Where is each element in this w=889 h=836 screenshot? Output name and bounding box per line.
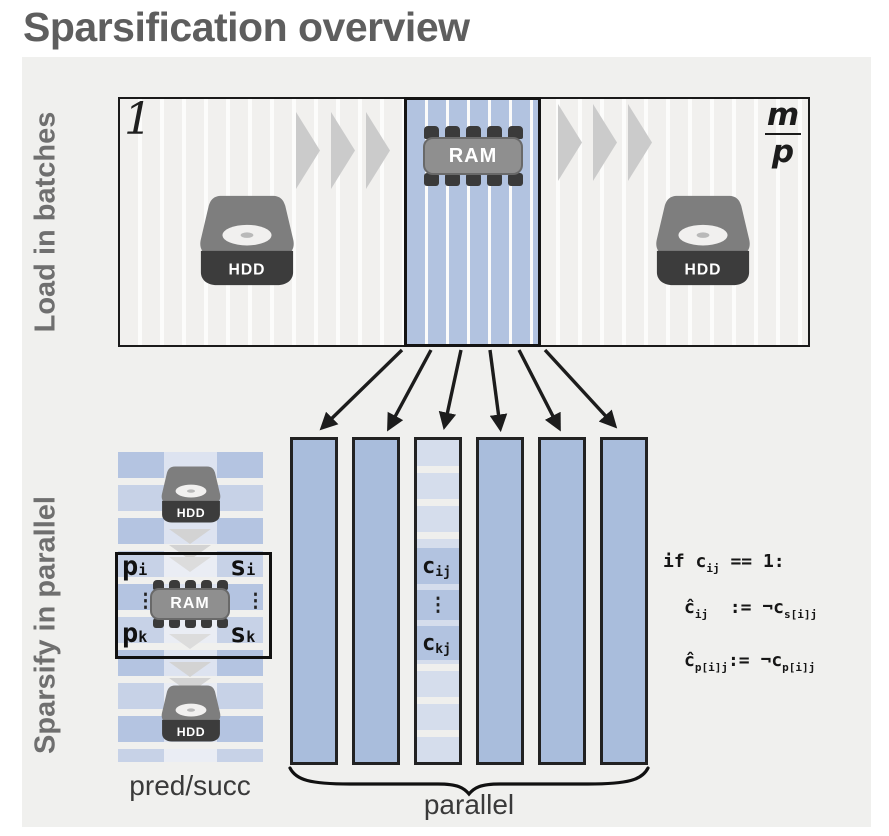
cell-pi: pi (122, 551, 147, 582)
cell-base: p (122, 618, 139, 649)
fraction-numerator: m (766, 97, 800, 133)
code-line-3: ĉp[i]j:= ¬cp[i]j (684, 650, 815, 674)
cell-subscript: i (138, 561, 148, 579)
batch-number: 1 (124, 94, 152, 145)
cell-subscript: k (138, 628, 148, 646)
code-subscript: p[i]j (782, 661, 816, 674)
ram-chip-icon: RAM (423, 126, 523, 186)
column-cell-dots: ⋮ (417, 590, 459, 620)
parallel-brace (288, 766, 650, 797)
ram-pins (152, 618, 228, 628)
code-subscript: p[i]j (694, 661, 728, 674)
hdd-icon: HDD (656, 195, 750, 286)
ram-label: RAM (448, 144, 498, 167)
ram-label: RAM (170, 595, 210, 612)
code-text: ĉ (684, 597, 695, 618)
code-subscript: ij (706, 562, 720, 575)
cell-subscript: kj (435, 641, 451, 657)
fraction-bar (765, 132, 801, 135)
page-title: Sparsification overview (23, 4, 470, 50)
cell-base: c (422, 630, 436, 656)
cell-subscript: k (246, 628, 256, 646)
hdd-label: HDD (229, 261, 266, 278)
side-label-sparsify-in-parallel: Sparsify in parallel (29, 496, 62, 754)
fraction-denominator: p (771, 133, 795, 170)
batch-count-fraction: m p (759, 99, 807, 168)
hdd-icon: HDD (161, 466, 221, 523)
code-subscript: s[i]j (783, 608, 818, 621)
cell-si: si (230, 551, 255, 582)
pred-succ-ram-box (115, 552, 272, 659)
cell-base: c (422, 553, 436, 579)
cell-pk: pk (122, 618, 147, 649)
ram-chip-icon: RAM (150, 580, 230, 628)
cell-sk: sk (230, 618, 255, 649)
code-line-2: ĉij := ¬cs[i]j (684, 597, 817, 621)
matrix-column (290, 437, 338, 765)
code-subscript: ij (694, 608, 709, 621)
code-text: == 1: (719, 551, 785, 572)
caption-pred-succ: pred/succ (129, 770, 251, 801)
vertical-ellipsis: ⋮ (246, 590, 265, 612)
matrix-column (600, 437, 648, 765)
matrix-column (476, 437, 524, 765)
hdd-label: HDD (177, 506, 206, 520)
matrix-column (538, 437, 586, 765)
hdd-icon: HDD (161, 685, 221, 742)
fanout-arrows (319, 348, 618, 433)
code-text: ĉ (684, 650, 695, 671)
code-text: := ¬c (727, 650, 783, 671)
cell-base: p (122, 551, 139, 582)
code-text: if c (663, 551, 707, 572)
side-label-load-in-batches: Load in batches (29, 111, 62, 333)
ram-pins (423, 126, 523, 139)
ram-pins (152, 580, 228, 590)
matrix-column (352, 437, 400, 765)
hdd-icon: HDD (200, 195, 294, 286)
cell-base: s (230, 618, 247, 649)
code-line-1: if cij == 1: (663, 551, 785, 575)
cell-base: s (230, 551, 247, 582)
hdd-label: HDD (177, 725, 206, 739)
cell-subscript: ij (435, 564, 451, 580)
hdd-label: HDD (685, 261, 722, 278)
cell-subscript: i (246, 561, 256, 579)
ram-pins (423, 173, 523, 186)
code-text: := ¬c (708, 597, 784, 618)
vertical-ellipsis: ⋮ (428, 593, 448, 616)
